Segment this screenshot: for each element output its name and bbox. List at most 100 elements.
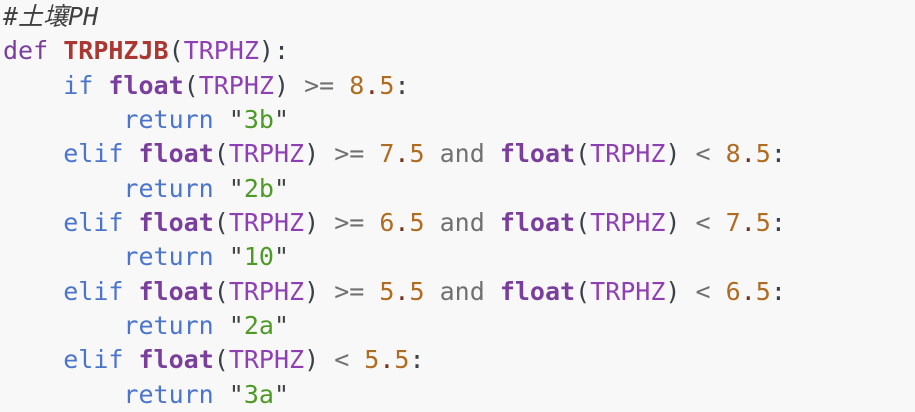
code-token-plain xyxy=(3,105,123,134)
code-token-punct: ) xyxy=(665,276,681,306)
code-token-string: 3b xyxy=(243,104,274,134)
code-line: def TRPHZJB(TRPHZ): xyxy=(3,34,915,68)
code-token-keyword: return xyxy=(123,379,229,409)
code-token-punct: ( xyxy=(168,36,184,66)
code-token-strq: " xyxy=(273,242,290,272)
code-token-punct: ) xyxy=(665,139,681,169)
code-token-strq: " xyxy=(273,379,290,409)
code-token-numdot: . xyxy=(394,139,410,169)
code-token-number: 5 xyxy=(379,276,395,306)
code-token-strq: " xyxy=(228,173,244,203)
code-token-plain xyxy=(3,139,63,168)
code-token-punct: ) xyxy=(665,207,681,237)
code-token-variable: TRPHZ xyxy=(228,207,305,237)
code-token-operator: < xyxy=(680,139,726,169)
code-token-variable: TRPHZ xyxy=(183,36,259,66)
code-token-punct: ) xyxy=(304,276,320,306)
code-token-numdot: . xyxy=(379,345,395,375)
code-token-builtin: float xyxy=(499,276,576,306)
code-token-variable: TRPHZ xyxy=(228,139,305,169)
code-token-builtin: float xyxy=(499,139,576,169)
code-token-strq: " xyxy=(228,242,244,272)
code-token-operator: < xyxy=(680,276,726,306)
code-token-punct: ) xyxy=(304,345,320,375)
code-token-punct: : xyxy=(770,207,786,237)
code-token-strq: " xyxy=(273,173,290,203)
code-token-punct: ( xyxy=(213,276,229,306)
code-token-punct: ( xyxy=(213,345,229,375)
code-token-number: 5 xyxy=(409,207,425,237)
code-token-builtin: float xyxy=(138,276,214,306)
code-token-plain xyxy=(3,311,123,340)
code-token-number: 5 xyxy=(755,276,771,306)
code-token-keyword: return xyxy=(123,104,229,134)
code-token-punct: ( xyxy=(575,139,591,169)
code-token-keyword: return xyxy=(123,310,229,340)
code-token-string: 2b xyxy=(243,173,274,203)
code-token-function: TRPHZJB xyxy=(63,36,169,66)
code-line: elif float(TRPHZ) >= 7.5 and float(TRPHZ… xyxy=(3,137,915,171)
code-token-operator: >= xyxy=(319,207,380,237)
code-token-number: 5 xyxy=(755,207,771,237)
code-token-numdot: . xyxy=(740,276,756,306)
code-token-punct: : xyxy=(770,139,786,169)
code-token-variable: TRPHZ xyxy=(590,276,666,306)
code-token-variable: TRPHZ xyxy=(228,345,305,375)
code-token-punct: ) xyxy=(304,139,320,169)
code-token-punct: ( xyxy=(183,70,199,100)
code-token-punct: ( xyxy=(213,139,229,169)
code-token-builtin: float xyxy=(108,70,184,100)
code-token-comment: #土壤PH xyxy=(3,2,99,31)
code-token-number: 5 xyxy=(364,345,380,375)
code-token-punct: ( xyxy=(575,207,591,237)
code-line: #土壤PH xyxy=(3,0,915,34)
code-token-numdot: . xyxy=(394,276,410,306)
code-token-operator: and xyxy=(439,207,485,237)
code-line: return "2a" xyxy=(3,309,915,343)
code-token-numdot: . xyxy=(740,207,756,237)
code-line: return "2b" xyxy=(3,172,915,206)
code-token-plain xyxy=(3,277,63,306)
code-token-number: 5 xyxy=(755,139,771,169)
code-token-plain xyxy=(485,139,500,168)
code-token-punct: ( xyxy=(213,207,229,237)
code-token-plain xyxy=(485,208,500,237)
code-token-keyword: elif xyxy=(63,139,139,169)
code-token-plain xyxy=(3,174,123,203)
code-token-operator: >= xyxy=(319,139,380,169)
code-token-punct: : xyxy=(409,345,425,375)
code-token-variable: TRPHZ xyxy=(198,70,274,100)
code-token-plain xyxy=(425,277,440,306)
code-token-plain xyxy=(3,345,63,374)
code-token-variable: TRPHZ xyxy=(228,276,305,306)
code-token-variable: TRPHZ xyxy=(590,207,666,237)
code-token-keyword: return xyxy=(123,173,229,203)
code-line: return "3b" xyxy=(3,103,915,137)
code-token-builtin: float xyxy=(138,207,214,237)
code-token-punct: : xyxy=(770,276,786,306)
code-token-plain xyxy=(425,139,440,168)
code-token-operator: < xyxy=(680,207,726,237)
code-token-numdot: . xyxy=(394,207,410,237)
code-token-variable: TRPHZ xyxy=(590,139,666,169)
code-token-string: 2a xyxy=(243,310,274,340)
code-token-storage: def xyxy=(3,36,64,66)
code-token-punct: ): xyxy=(258,36,290,66)
code-token-builtin: float xyxy=(499,207,576,237)
code-token-plain xyxy=(3,71,63,100)
code-token-number: 8 xyxy=(725,139,741,169)
code-token-strq: " xyxy=(228,310,244,340)
code-line: return "3a" xyxy=(3,378,915,412)
code-token-plain xyxy=(3,242,123,271)
code-token-operator: < xyxy=(319,345,365,375)
code-token-keyword: elif xyxy=(63,345,139,375)
code-token-strq: " xyxy=(273,104,290,134)
code-token-numdot: . xyxy=(740,139,756,169)
code-line: if float(TRPHZ) >= 8.5: xyxy=(3,69,915,103)
code-token-punct: : xyxy=(394,70,410,100)
code-token-number: 6 xyxy=(379,207,395,237)
code-token-operator: >= xyxy=(319,276,380,306)
code-token-string: 3a xyxy=(243,379,274,409)
